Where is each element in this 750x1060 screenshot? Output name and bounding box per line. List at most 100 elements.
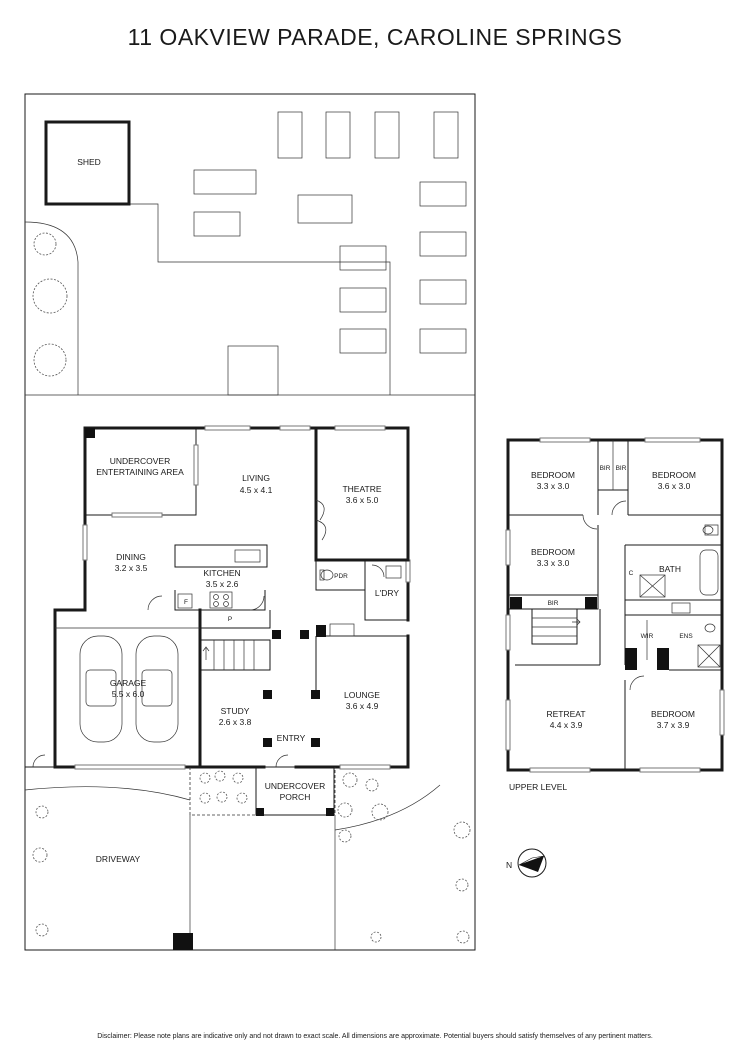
shrub-icon [214,770,226,782]
bath-label: BATH [659,564,681,574]
laundry-label: L'DRY [375,588,399,598]
window [505,529,511,566]
shrub-icon [342,772,358,788]
shrub-icon [35,923,49,937]
window [204,425,251,431]
shrub-icon [199,772,211,784]
backyard: SHED [24,111,467,396]
dining-label: DINING [116,552,146,562]
car-icon [135,635,179,743]
tree-icon [33,343,67,377]
shrub-icon [232,772,244,784]
theatre-dim: 3.6 x 5.0 [346,495,379,505]
garden-bed [325,111,351,159]
letterbox [173,933,193,950]
lounge-dim: 3.6 x 4.9 [346,701,379,711]
window [82,524,88,561]
garden-bed [339,287,387,313]
shrub-icon [338,829,352,843]
shrub-icon [455,878,469,892]
window [719,689,725,736]
window [405,559,411,583]
disclaimer: Disclaimer: Please note plans are indica… [97,1033,653,1040]
linen-label: C [629,570,634,577]
shrub-icon [236,792,248,804]
garden-bed [419,279,467,305]
shrub-icon [371,803,389,821]
garage-label: GARAGE [110,678,147,688]
window [505,699,511,751]
study-dim: 2.6 x 3.8 [219,717,252,727]
window [334,425,386,431]
garden-bed [419,231,467,257]
bedroom-w-label: BEDROOM [531,547,575,557]
garden-bed [433,111,459,159]
vanity [329,623,355,637]
wir-label: WIR [641,633,654,640]
shrub-icon [337,802,353,818]
study-label: STUDY [221,706,250,716]
shrub-icon [32,847,48,863]
living-label: LIVING [242,473,270,483]
upper-level-label: UPPER LEVEL [509,782,567,792]
retreat-dim: 4.4 x 3.9 [550,720,583,730]
upper-floor [505,437,725,773]
retreat-label: RETREAT [546,709,585,719]
living-dim: 4.5 x 4.1 [240,485,273,495]
lounge-label: LOUNGE [344,690,380,700]
bir-label: BIR [600,465,611,472]
bir-label: BIR [616,465,627,472]
entry-label: ENTRY [277,733,306,743]
garden-bed [419,181,467,207]
garden-bed [374,111,400,159]
tree-icon [32,278,68,314]
garden-bed [277,111,303,159]
window [505,614,511,651]
dining-dim: 3.2 x 3.5 [115,563,148,573]
pantry-label: P [228,616,232,623]
shrub-icon [35,805,49,819]
front-yard [24,766,471,950]
plan-title: 11 OAKVIEW PARADE, CAROLINE SPRINGS [127,24,623,50]
window [644,437,701,443]
shrub-icon [453,821,471,839]
compass-label: N [506,860,512,870]
compass-icon: N [506,848,547,878]
shrub-icon [365,778,379,792]
sink-icon [234,549,261,563]
window [539,437,591,443]
window [193,444,199,486]
shrub-icon [199,792,211,804]
sliding-door [111,512,163,518]
shrub-icon [456,930,470,944]
driveway-label: DRIVEWAY [96,854,141,864]
garden-bed [193,211,241,237]
bedroom-nw-label: BEDROOM [531,470,575,480]
window [279,425,311,431]
bedroom-se-label: BEDROOM [651,709,695,719]
shed [44,120,131,206]
undercover-area-label: ENTERTAINING AREA [96,467,184,477]
porch-label: UNDERCOVER [265,781,325,791]
shed-label: SHED [77,157,101,167]
garden-bed [419,328,467,354]
undercover-area-label: UNDERCOVER [110,456,170,466]
garden-bed [339,328,387,354]
ground-floor [32,425,411,770]
bir-label: BIR [548,600,559,607]
garden-bed [339,245,387,271]
bedroom-ne-label: BEDROOM [652,470,696,480]
ens-label: ENS [679,633,693,640]
bedroom-w-dim: 3.3 x 3.0 [537,558,570,568]
bedroom-ne-dim: 3.6 x 3.0 [658,481,691,491]
garage-dim: 5.5 x 6.0 [112,689,145,699]
window [639,767,701,773]
window [74,764,186,770]
window [529,767,591,773]
fridge-label: F [184,599,188,606]
kitchen-dim: 3.5 x 2.6 [206,579,239,589]
garden-bed [297,194,353,224]
theatre-label: THEATRE [342,484,381,494]
bathtub [699,549,719,596]
